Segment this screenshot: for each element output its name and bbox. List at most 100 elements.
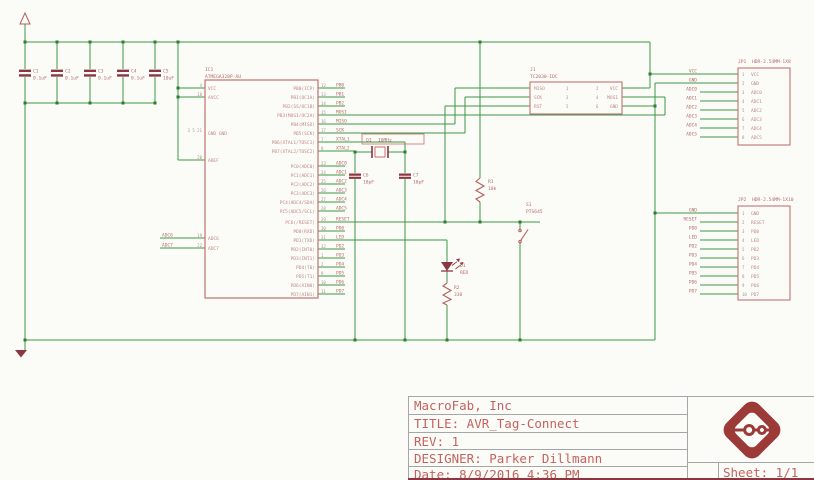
wire-ic-right — [318, 87, 666, 340]
logo-cell — [688, 397, 814, 463]
tag-pin-name: MOSI — [607, 95, 618, 101]
junction-dot — [403, 150, 407, 154]
net-label: PD3 — [336, 252, 344, 258]
net-label: PD0 — [689, 225, 697, 231]
net-label: GND — [689, 77, 697, 83]
net-label: ADC6 — [162, 232, 173, 238]
ic-pin-name: PB7(XTAL2/TOSC2) — [272, 149, 315, 155]
ic-pin-number: 23 — [321, 161, 326, 166]
ic-pin-name: PD1(TXD) — [293, 238, 315, 244]
ic-pin-number: 27 — [321, 197, 326, 202]
net-label: LED — [689, 234, 697, 240]
net-label: ADC2 — [336, 178, 347, 184]
ic-pin-name: PC5(ADC5/SCL) — [280, 209, 315, 215]
header-pin-label: GND — [751, 81, 759, 87]
junction-dot — [478, 40, 482, 44]
ic-pin-number: 25 — [321, 179, 326, 184]
capacitor-refdes: C2 — [65, 69, 71, 75]
net-label: PB1 — [336, 91, 344, 97]
capacitor-value: 0.1uF — [33, 76, 47, 82]
r2-value: 330 — [454, 292, 463, 298]
tag-pin-number: 3 — [566, 95, 569, 100]
tag-connect-outline — [529, 81, 623, 115]
net-label: PD5 — [689, 270, 697, 276]
header-pin-label: ADC3 — [751, 117, 762, 123]
net-label: RESET — [336, 216, 350, 222]
ic-pin-name: AREF — [208, 158, 219, 164]
header-pin-label: PD6 — [751, 283, 759, 289]
net-label: XTAL2 — [336, 145, 350, 151]
tag-pin-name: GND — [610, 104, 618, 110]
net-label: PB2 — [336, 100, 344, 106]
net-label: PD2 — [689, 243, 697, 249]
ic-pin-number: 9 — [321, 271, 324, 276]
net-label: ADC7 — [162, 242, 173, 248]
header-pin-number: 4 — [742, 99, 745, 104]
ic-pin-number: 16 — [321, 119, 326, 124]
header-pin-number: 7 — [742, 265, 745, 270]
r1-value: 10k — [488, 186, 497, 192]
ic-pin-name: PD2(INT0) — [291, 247, 315, 253]
header-pin-label: PD0 — [751, 229, 759, 235]
header-pin-number: 2 — [742, 220, 745, 225]
ic-pin-name: PB4(MISO) — [291, 122, 315, 128]
ic-pin-name: VCC — [208, 86, 216, 92]
junction-dot — [176, 95, 180, 99]
ic-pin-name: ADC6 — [208, 236, 219, 242]
designer: DESIGNER: Parker Dillmann — [409, 450, 687, 467]
ic-refdes: IC1 — [205, 67, 214, 73]
ic-pin-name: PD7(AIN1) — [291, 292, 315, 298]
header-digital-refdes: JP2 — [738, 197, 747, 203]
ic-pin-name: PD3(INT1) — [291, 256, 315, 262]
net-label: PD2 — [336, 243, 344, 249]
ic-pin-number: 20 — [197, 155, 202, 160]
tag-pin-number: 4 — [596, 95, 599, 100]
junction-dot — [648, 72, 652, 76]
wires — [24, 24, 738, 350]
header-pin-label: PD2 — [751, 247, 759, 253]
header-pin-number: 5 — [742, 108, 745, 113]
tag-connect-value: TC2030-IDC — [530, 74, 558, 80]
net-label: PD3 — [689, 252, 697, 258]
capacitor-value: 0.1uF — [98, 76, 112, 82]
switch-refdes: S1 — [526, 202, 532, 208]
tag-pin-number: 5 — [566, 104, 569, 109]
capacitor-refdes: C3 — [98, 69, 104, 75]
wire-reset-led — [446, 42, 521, 340]
crystal — [361, 133, 425, 158]
ic-pin-number: 17 — [321, 128, 326, 133]
title-block: MacroFab, Inc TITLE: AVR_Tag-Connect REV… — [408, 396, 814, 480]
header-pin-number: 6 — [742, 117, 745, 122]
ic-pin-name: PC3(ADC3) — [291, 191, 315, 197]
net-label: ADC1 — [336, 169, 347, 175]
ic-pin-number: 11 — [321, 289, 326, 294]
capacitor-refdes: C1 — [33, 69, 39, 75]
ic-pin-number: 31 — [321, 235, 326, 240]
gnd-symbol — [15, 350, 27, 358]
header-pin-number: 3 — [742, 90, 745, 95]
header-analog-outline — [737, 67, 791, 146]
macrofab-logo — [723, 401, 781, 459]
capacitor-value: 18pF — [363, 180, 374, 186]
ic-pin-name: PC0(ADC0) — [291, 164, 315, 170]
net-label: ADC1 — [686, 95, 697, 101]
capacitor-refdes: C5 — [163, 69, 169, 75]
header-pin-number: 3 — [742, 229, 745, 234]
capacitor-refdes: C4 — [131, 69, 137, 75]
tag-pin-number: 1 — [566, 86, 569, 91]
ic-pin-number: 1 — [321, 253, 324, 258]
header-pin-label: VCC — [751, 72, 759, 78]
junction-dot — [353, 150, 357, 154]
junction-dot — [518, 338, 522, 342]
junction-dot — [153, 101, 157, 105]
net-label: PD4 — [336, 261, 344, 267]
drawing-title: TITLE: AVR_Tag-Connect — [409, 415, 687, 433]
ic-pin-name: PD5(T1) — [296, 274, 315, 280]
junction-dot — [23, 101, 27, 105]
header-pin-label: ADC0 — [751, 90, 762, 96]
ic-pin-number: 15 — [321, 110, 326, 115]
header-pin-label: RESET — [751, 220, 765, 226]
tag-pin-number: 2 — [596, 86, 599, 91]
header-pin-label: ADC4 — [751, 126, 762, 132]
